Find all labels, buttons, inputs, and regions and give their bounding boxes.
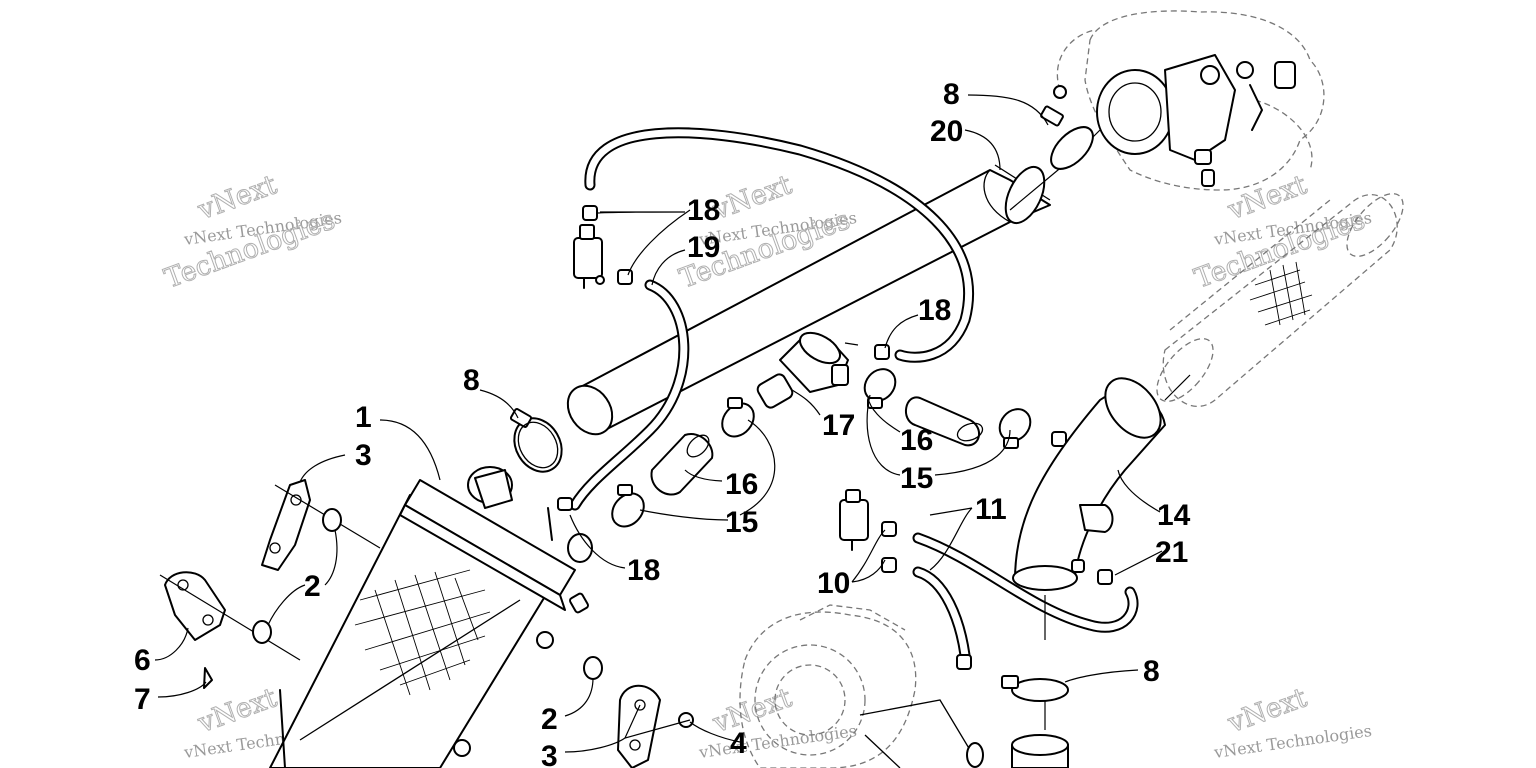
hose-clamp <box>998 408 1032 449</box>
callout-10: 10 <box>817 567 850 600</box>
intercooler <box>269 466 593 768</box>
callout-leaders <box>154 94 1163 753</box>
turbocharger <box>739 604 984 768</box>
boost-solenoid-lower <box>839 489 869 551</box>
callout-17: 17 <box>822 409 855 442</box>
callout-3: 3 <box>355 439 372 472</box>
air-filter <box>1156 193 1404 407</box>
vacuum-hoses <box>569 127 1139 661</box>
callout-16: 16 <box>725 468 758 501</box>
hose-fittings <box>557 205 1113 670</box>
hose-clamp <box>721 397 755 438</box>
callout-8: 8 <box>943 78 960 111</box>
callout-18: 18 <box>687 194 720 227</box>
callout-labels: 8 20 18 19 18 8 1 3 17 16 16 15 15 11 14… <box>134 78 1191 768</box>
hose-clamps-large <box>509 408 563 473</box>
hose-clamp <box>611 484 645 528</box>
callout-7: 7 <box>134 683 151 716</box>
callout-6: 6 <box>134 644 151 677</box>
callout-16: 16 <box>900 424 933 457</box>
watermark-big-text: Technologies <box>161 204 340 294</box>
callout-11: 11 <box>975 493 1007 526</box>
callout-20: 20 <box>930 115 963 148</box>
callout-8: 8 <box>463 364 480 397</box>
callout-8: 8 <box>1143 655 1160 688</box>
mounting-bracket-bottom <box>617 684 661 768</box>
callout-18: 18 <box>918 294 951 327</box>
callout-18: 18 <box>627 554 660 587</box>
hose-clamp <box>863 368 897 409</box>
callout-19: 19 <box>687 231 720 264</box>
callout-1: 1 <box>355 401 372 434</box>
watermark-big-text: Technologies <box>1191 204 1370 294</box>
callout-21: 21 <box>1155 536 1188 569</box>
callout-15: 15 <box>900 462 933 495</box>
inlet-elbow-tube <box>1012 377 1166 640</box>
callout-3: 3 <box>541 740 558 768</box>
mounting-bracket <box>261 479 381 571</box>
callout-2: 2 <box>304 570 321 603</box>
coupler-hoses <box>611 368 1067 528</box>
bypass-valve <box>756 331 859 409</box>
boost-tube <box>566 105 1094 436</box>
callout-2: 2 <box>541 703 558 736</box>
lower-clamp-and-coupler <box>1001 675 1069 768</box>
boost-solenoid-upper <box>573 224 605 289</box>
throttle-body-assembly <box>1053 10 1325 191</box>
callout-4: 4 <box>730 727 747 760</box>
callout-14: 14 <box>1157 499 1191 532</box>
mounting-bracket-left <box>159 571 301 661</box>
callout-15: 15 <box>725 506 758 539</box>
